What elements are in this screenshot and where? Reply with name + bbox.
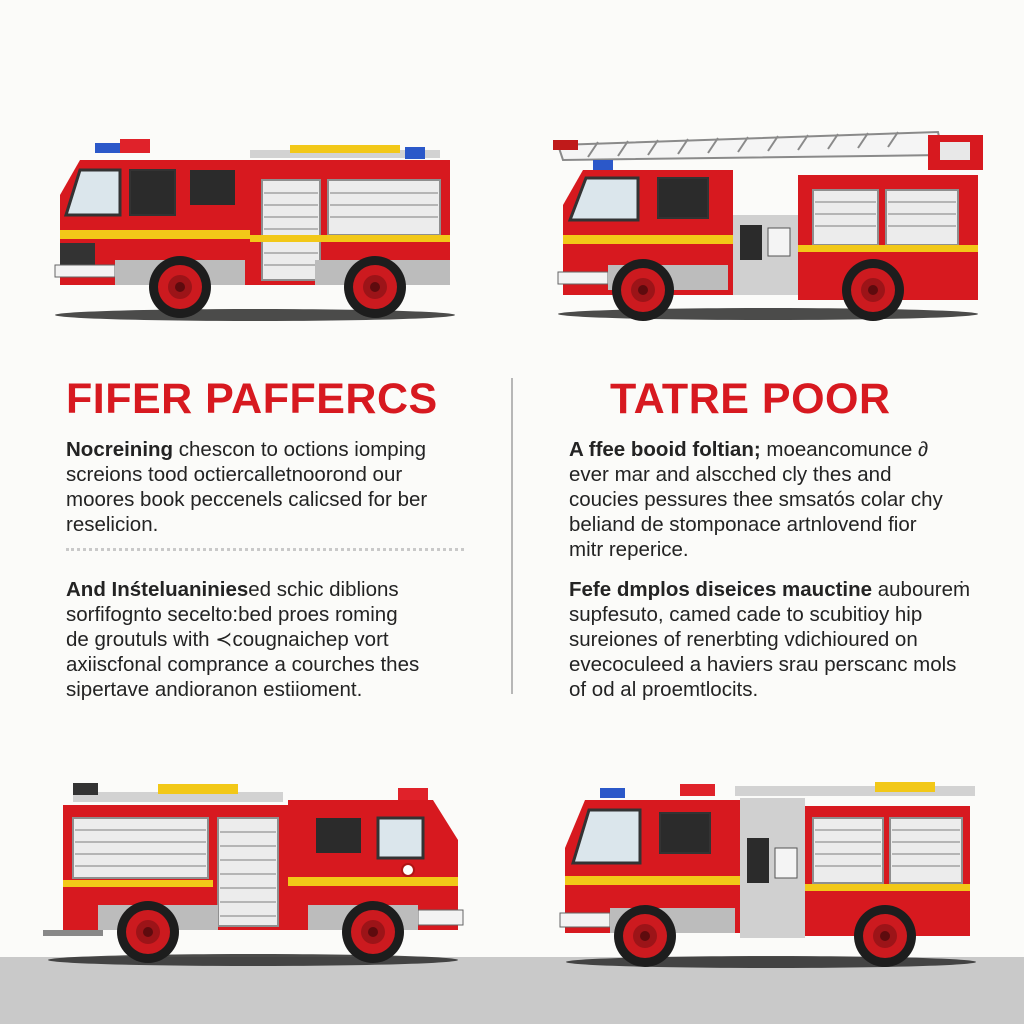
right-paragraph-1-line-1: moeancomunce ∂ — [760, 438, 929, 461]
ladder-truck-icon — [553, 130, 983, 321]
left-paragraph-2: And Inśteluaniniesed schic diblions sorf… — [66, 577, 419, 702]
left-paragraph-1-line-4: reselicion. — [66, 513, 159, 536]
left-paragraph-1-line-2: screions tood octiercalletnoorond our — [66, 463, 403, 486]
right-paragraph-1-line-4: beliand de stomponace artnlovend fior — [569, 513, 917, 536]
right-paragraph-2-line-3: sureiones of renerbting vdichioured on — [569, 628, 918, 651]
dotted-divider — [66, 548, 464, 551]
right-paragraph-2-line-1: auboureṁ — [872, 578, 971, 601]
left-title: FIFER PAFFERCS — [66, 375, 438, 423]
right-paragraph-2: Fefe dmplos diseices mauctine auboureṁ s… — [569, 577, 970, 702]
right-paragraph-2-lead: Fefe dmplos diseices mauctine — [569, 578, 873, 601]
fire-engine-icon — [54, 139, 455, 321]
right-paragraph-1-line-3: coucies pessures thee smsatós colar chy — [569, 488, 943, 511]
left-paragraph-2-lead: And Inśteluaninies — [66, 578, 249, 601]
left-paragraph-2-line-4: axiiscfonal comprance a courches thes — [66, 653, 420, 676]
fire-engine-icon — [43, 783, 464, 966]
right-paragraph-2-line-5: of od al proemtlocits. — [569, 678, 759, 701]
left-paragraph-1-line-1: chescon to octions iomping — [173, 438, 427, 461]
fire-engine-icon — [559, 782, 976, 968]
right-paragraph-1-line-2: ever mar and alscched cly thes and — [569, 463, 892, 486]
left-paragraph-1-lead: Nocreining — [66, 438, 174, 461]
left-paragraph-2-line-2: sorfifognto secelto:bed proes roming — [66, 603, 398, 626]
left-paragraph-2-line-3: de groutuls with ≺cougnaichep vort — [66, 628, 389, 651]
left-paragraph-2-line-1: ed schic diblions — [248, 578, 399, 601]
left-paragraph-2-line-5: sipertave andioranon estiioment. — [66, 678, 363, 701]
right-paragraph-1-lead: A ffee booid foltian; — [569, 438, 761, 461]
right-paragraph-2-line-4: evecoculeed a haviers srau perscanc mols — [569, 653, 957, 676]
right-title: TATRE POOR — [610, 375, 891, 423]
right-paragraph-1-line-5: mitr reperice. — [569, 538, 689, 561]
left-paragraph-1-line-3: moores book peccenels calicsed for ber — [66, 488, 428, 511]
left-paragraph-1: Nocreining chescon to octions iomping sc… — [66, 437, 427, 537]
ground-strip — [0, 957, 1024, 1024]
right-paragraph-2-line-2: supfesuto, camed cade to scubitioy hip — [569, 603, 923, 626]
right-paragraph-1: A ffee booid foltian; moeancomunce ∂ eve… — [569, 437, 943, 562]
column-divider — [511, 378, 513, 694]
